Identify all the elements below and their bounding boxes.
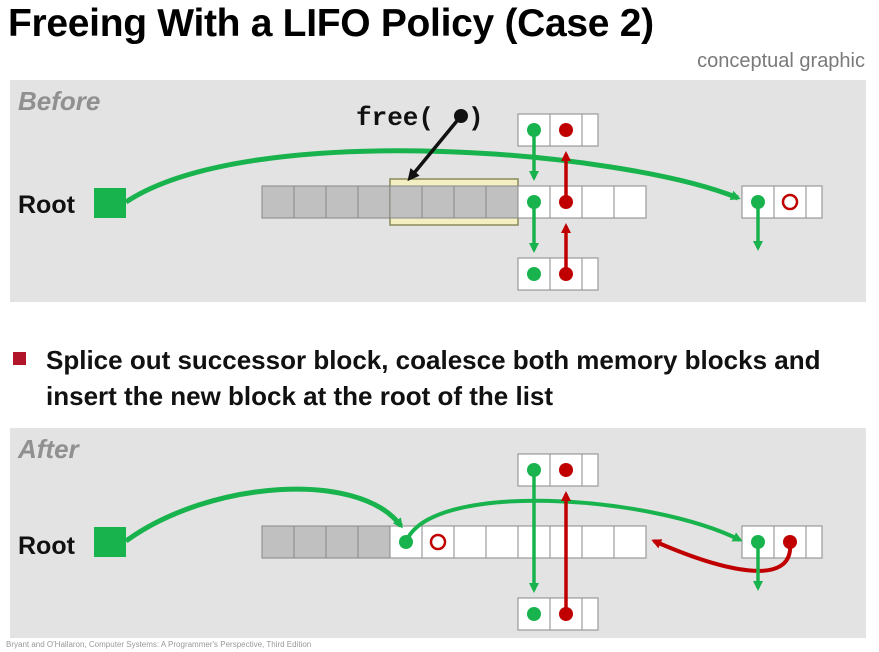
footer-citation: Bryant and O'Hallaron, Computer Systems:… — [6, 640, 312, 649]
before-diagram: Root — [18, 103, 823, 291]
after-new-block-prev-null — [429, 533, 447, 551]
after-heap-row — [261, 525, 647, 559]
free-call-label-end: ) — [468, 103, 484, 133]
after-label: After — [18, 434, 79, 464]
before-root-node — [94, 188, 126, 218]
after-new-block-next-link — [404, 498, 743, 543]
after-root-label: Root — [18, 532, 76, 560]
after-right-free-block — [741, 525, 823, 559]
free-call-arrow — [407, 114, 463, 182]
before-label: Before — [18, 86, 101, 116]
before-root-label: Root — [18, 191, 76, 219]
before-bottom-free-block — [517, 257, 599, 291]
after-right-prev-link — [651, 539, 793, 573]
free-call-label: free( — [356, 103, 434, 133]
bullet-marker — [13, 352, 26, 365]
after-root-node — [94, 527, 126, 557]
bullet-text: Splice out successor block, coalesce bot… — [46, 345, 821, 411]
after-bottom-free-block — [517, 597, 599, 631]
slide-subtitle: conceptual graphic — [697, 50, 865, 72]
before-top-free-block — [517, 113, 599, 147]
before-heap-row — [261, 178, 647, 226]
slide-title: Freeing With a LIFO Policy (Case 2) — [8, 2, 654, 45]
after-root-link — [124, 486, 404, 544]
before-right-free-block — [741, 185, 823, 219]
after-diagram: Root — [18, 453, 823, 631]
after-top-free-block — [517, 453, 599, 487]
